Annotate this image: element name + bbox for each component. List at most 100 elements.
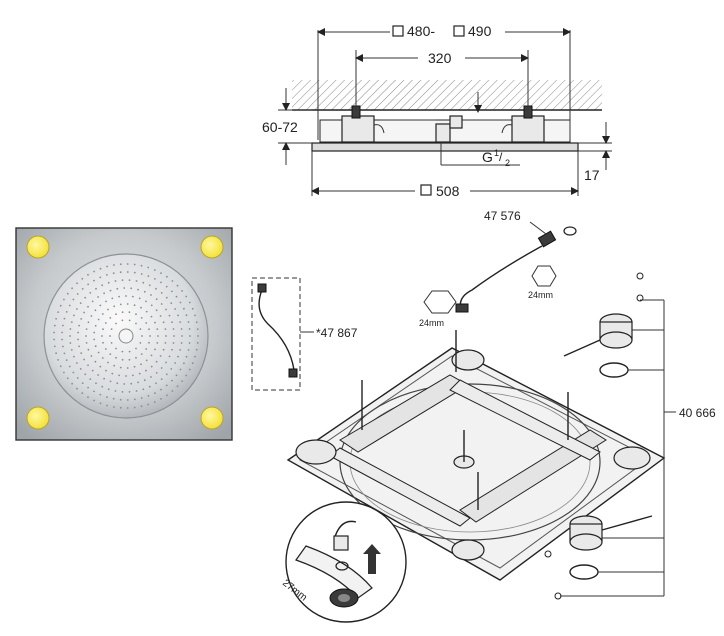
dim-thickness: 17 — [584, 167, 600, 183]
nozzle-dot — [187, 349, 190, 351]
nozzle-dot — [81, 382, 84, 384]
nozzle-dot — [61, 331, 63, 334]
nozzle-dot — [154, 278, 156, 280]
nozzle-dot — [111, 297, 114, 300]
nozzle-dot — [95, 382, 97, 385]
nozzle-dot — [165, 285, 168, 288]
nozzle-dot — [171, 321, 173, 324]
nozzle-dot — [150, 294, 152, 296]
nozzle-dot — [99, 267, 102, 270]
nozzle-dot — [121, 391, 124, 393]
nozzle-dot — [79, 302, 82, 304]
led-kit-parts: 40 666 — [544, 272, 716, 600]
nozzle-dot — [135, 322, 137, 325]
nozzle-grid — [53, 263, 199, 409]
nozzle-dot — [93, 390, 95, 393]
nozzle-dot — [113, 364, 116, 367]
nozzle-dot — [113, 406, 115, 408]
nozzle-dot — [97, 318, 100, 321]
nozzle-dot — [126, 263, 129, 265]
nozzle-dot — [140, 317, 143, 319]
nozzle-dot — [126, 367, 129, 369]
nozzle-dot — [78, 345, 80, 348]
shower-panel-section — [311, 142, 579, 152]
nozzle-dot — [156, 328, 159, 330]
part-hose-side: *47 867 — [316, 326, 358, 340]
nozzle-dot — [145, 300, 147, 303]
nozzle-dot — [106, 404, 108, 407]
nozzle-dot — [145, 322, 148, 324]
nozzle-dot — [95, 287, 97, 290]
nozzle-dot — [166, 275, 168, 278]
nozzle-dot — [89, 378, 92, 380]
nozzle-dot — [72, 298, 75, 301]
nozzle-dot — [188, 301, 191, 304]
nozzle-dot — [93, 270, 95, 273]
nozzle-dot — [174, 362, 177, 364]
nozzle-dot — [166, 394, 168, 397]
nozzle-dot — [155, 372, 158, 374]
nozzle-dot — [128, 350, 131, 353]
nozzle-dot — [165, 296, 168, 299]
nozzle-dot — [63, 371, 65, 374]
nozzle-dot — [115, 347, 117, 350]
nozzle-dot — [62, 324, 64, 327]
nozzle-dot — [93, 331, 96, 334]
nozzle-dot — [154, 321, 156, 324]
nozzle-dot — [179, 368, 182, 371]
nozzle-dot — [188, 368, 191, 371]
top-hose: 47 576 — [455, 209, 577, 313]
nozzle-dot — [81, 392, 84, 395]
nozzle-dot — [171, 280, 174, 282]
nozzle-dot — [116, 287, 119, 290]
nozzle-dot — [185, 314, 188, 317]
nozzle-dot — [115, 356, 117, 359]
nozzle-dot — [175, 295, 178, 298]
nozzle-dot — [87, 348, 90, 351]
nozzle-dot — [155, 360, 158, 363]
nozzle-dot — [87, 386, 89, 389]
nozzle-dot — [188, 328, 191, 330]
nozzle-dot — [87, 283, 89, 286]
dim-panel: 508 — [436, 183, 460, 199]
nozzle-dot — [137, 288, 140, 291]
nozzle-dot — [155, 298, 158, 300]
nozzle-dot — [114, 390, 117, 392]
nozzle-dot — [153, 269, 156, 271]
wrench-size-a: 24mm — [419, 318, 444, 328]
nozzle-dot — [194, 355, 196, 358]
nozzle-dot — [76, 308, 78, 310]
nozzle-dot — [109, 353, 112, 355]
nozzle-dot — [107, 388, 110, 391]
nozzle-dot — [133, 263, 136, 266]
nozzle-dot — [181, 335, 183, 337]
nozzle-dot — [140, 264, 143, 267]
nozzle-dot — [138, 297, 141, 300]
nozzle-dot — [97, 374, 99, 376]
nozzle-dot — [135, 280, 138, 282]
nozzle-dot — [150, 304, 153, 307]
nozzle-dot — [113, 305, 116, 308]
nozzle-dot — [81, 288, 84, 290]
nozzle-dot — [189, 335, 191, 337]
nozzle-dot — [72, 371, 75, 374]
nozzle-dot — [180, 342, 183, 344]
nozzle-dot — [112, 397, 115, 400]
nozzle-dot — [91, 300, 94, 303]
nozzle-dot — [181, 380, 184, 382]
nozzle-dot — [109, 335, 111, 337]
nozzle-dot — [135, 347, 137, 350]
nozzle-dot — [168, 355, 171, 358]
nozzle-dot — [80, 352, 83, 354]
nozzle-dot — [173, 335, 175, 337]
nozzle-dot — [141, 335, 143, 337]
nozzle-dot — [57, 311, 59, 313]
nozzle-dot — [145, 310, 148, 313]
led-light-icon — [200, 235, 224, 259]
nozzle-dot — [125, 295, 127, 297]
nozzle-dot — [70, 321, 73, 323]
nozzle-dot — [165, 335, 167, 337]
nozzle-dot — [145, 369, 147, 372]
nozzle-dot — [123, 287, 126, 289]
nozzle-dot — [135, 390, 138, 392]
